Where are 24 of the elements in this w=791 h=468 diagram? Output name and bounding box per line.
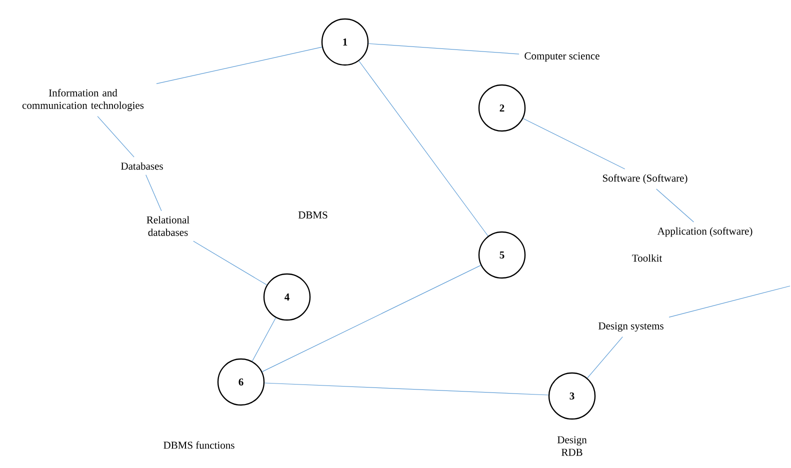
topic-label: Relational databases xyxy=(146,216,190,236)
connector-line xyxy=(97,116,134,158)
topic-label: Application (software) xyxy=(657,227,752,237)
connector-line xyxy=(193,240,268,286)
connector-line xyxy=(146,174,162,212)
connector-line xyxy=(522,118,626,170)
connector-line xyxy=(587,336,623,378)
topic-label: Software (Software) xyxy=(603,174,688,184)
connector-line xyxy=(358,60,488,236)
topic-label: Information and communication technologies xyxy=(22,88,144,112)
connector-line xyxy=(156,46,322,84)
topic-label: Design systems xyxy=(598,322,664,332)
topic-label: Computer science xyxy=(524,52,600,62)
label: Toolkit xyxy=(632,254,662,262)
connector-line xyxy=(656,188,694,222)
connector-line xyxy=(368,43,520,54)
connector-line xyxy=(264,382,549,396)
topic-label: Databases xyxy=(121,162,163,170)
node-label: Design RDB xyxy=(557,436,587,456)
connector-line xyxy=(252,317,276,362)
connector-line xyxy=(262,265,482,372)
connector-line xyxy=(668,286,790,318)
label: DBMS functions xyxy=(164,441,234,449)
label: DBMS xyxy=(298,211,328,219)
